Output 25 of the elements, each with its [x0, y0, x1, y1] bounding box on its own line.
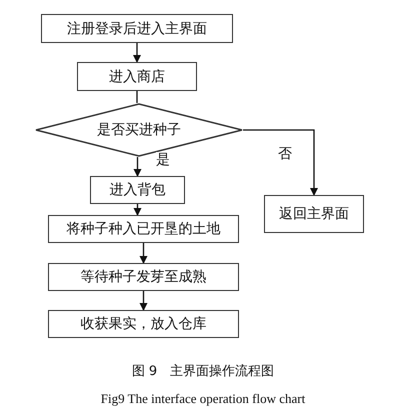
process-box: [48, 215, 239, 243]
node-text: 收获果实，放入仓库: [80, 315, 206, 333]
node-text: 进入背包: [110, 181, 166, 199]
arrow: [140, 243, 148, 264]
process-box: [264, 195, 364, 233]
node-text: 是否买进种子: [97, 121, 181, 139]
figure-caption: 图 9 主界面操作流程图: [130, 363, 276, 380]
node-text: 进入商店: [109, 68, 165, 86]
node-text: 返回主界面: [279, 205, 349, 223]
figure-caption: Fig9 The interface operation flow chart: [100, 391, 306, 407]
process-box: [90, 176, 185, 204]
edge-label: 否: [278, 146, 292, 162]
process-box: [48, 310, 239, 338]
arrow: [243, 129, 318, 196]
arrow: [134, 157, 142, 177]
node-text: 注册登录后进入主界面: [67, 20, 207, 38]
arrow: [140, 291, 148, 311]
arrow: [133, 43, 141, 63]
edge-label: 是: [156, 152, 170, 168]
process-box: [48, 263, 239, 291]
process-box: [77, 62, 197, 91]
node-text: 将种子种入已开垦的土地: [66, 220, 220, 238]
arrow: [134, 204, 142, 216]
process-box: [41, 14, 233, 43]
node-text: 等待种子发芽至成熟: [80, 268, 206, 286]
